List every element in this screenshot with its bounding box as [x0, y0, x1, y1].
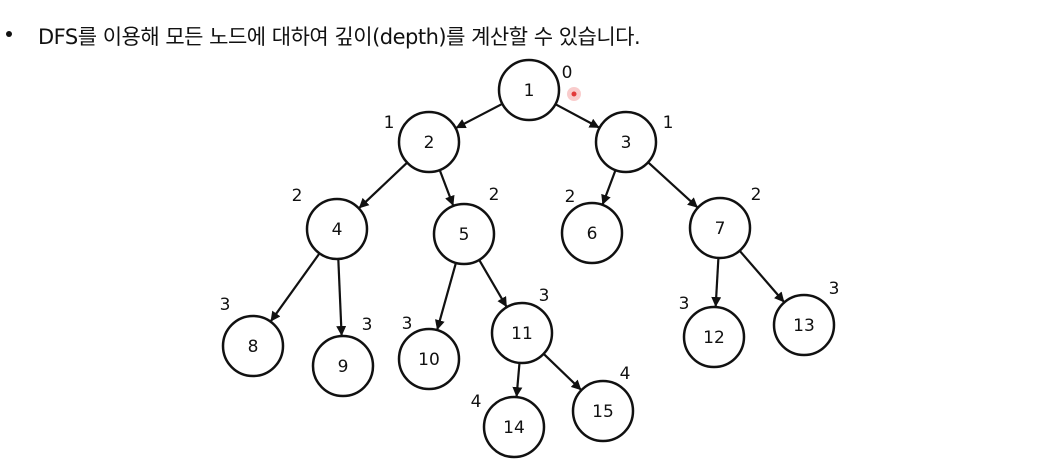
tree-node-6: 62: [560, 187, 624, 265]
tree-node-3: 31: [594, 110, 674, 174]
edges-layer: [270, 102, 785, 398]
tree-node-12: 12 3: [679, 294, 746, 369]
node-label: 9: [338, 357, 349, 377]
edge-2-5: [438, 169, 455, 206]
node-label: 13: [793, 316, 815, 336]
edge-11-15: [542, 353, 582, 391]
depth-label: 3: [829, 279, 840, 299]
edge-2-4: [358, 161, 408, 209]
node-circle: [682, 305, 746, 369]
edge-7-13: [738, 249, 785, 303]
tree-node-1: 10: [497, 58, 573, 122]
node-label: 11: [511, 324, 533, 344]
edge-1-3: [554, 103, 600, 129]
node-label: 2: [424, 133, 435, 153]
bullet-text: DFS를 이용해 모든 노드에 대하여 깊이(depth)를 계산할 수 있습니…: [38, 25, 641, 49]
edge-5-10: [435, 262, 457, 331]
node-label: 7: [715, 219, 726, 239]
edge-5-11: [478, 259, 508, 308]
node-label: 12: [703, 328, 725, 348]
depth-label: 2: [489, 185, 500, 205]
node-label: 4: [332, 220, 343, 240]
node-circle: [490, 301, 554, 365]
depth-label: 4: [620, 364, 631, 384]
depth-label: 4: [471, 392, 482, 412]
depth-label: 0: [562, 63, 573, 83]
node-label: 10: [418, 350, 440, 370]
depth-label: 3: [539, 286, 550, 306]
depth-label: 1: [663, 113, 674, 133]
node-circle: [432, 202, 496, 266]
node-label: 3: [621, 133, 632, 153]
mouse-cursor: [567, 87, 581, 101]
tree-node-2: 21: [384, 110, 461, 174]
tree-node-9: 93: [311, 315, 375, 398]
depth-label: 3: [679, 294, 690, 314]
edge-3-7: [647, 161, 698, 208]
node-circle: [397, 110, 461, 174]
tree-node-8: 83: [220, 295, 285, 378]
node-circle: [571, 379, 635, 443]
node-circle: [497, 58, 561, 122]
node-label: 1: [524, 81, 535, 101]
node-circle: [482, 395, 546, 459]
edge-11-14: [512, 362, 523, 398]
depth-label: 2: [292, 186, 303, 206]
node-label: 14: [503, 418, 525, 438]
node-circle: [397, 327, 461, 391]
node-label: 6: [587, 224, 598, 244]
edge-4-8: [270, 252, 321, 322]
edge-4-9: [336, 258, 347, 336]
tree-node-5: 52: [432, 185, 500, 266]
depth-label: 3: [362, 315, 373, 335]
node-circle: [305, 197, 369, 261]
node-label: 8: [248, 337, 259, 357]
depth-label: 3: [220, 295, 231, 315]
edge-7-12: [711, 257, 722, 307]
tree-node-10: 103: [397, 314, 461, 391]
bullet-dot: [6, 31, 12, 37]
node-label: 15: [592, 402, 614, 422]
node-label: 5: [459, 225, 470, 245]
depth-label: 2: [751, 185, 762, 205]
depth-label: 1: [384, 113, 395, 133]
tree-node-11: 11 3: [490, 286, 554, 365]
node-circle: [594, 110, 658, 174]
node-circle: [311, 334, 375, 398]
node-circle: [560, 201, 624, 265]
tree-node-14: 14 4: [471, 392, 546, 459]
tree-node-7: 72: [688, 185, 762, 260]
tree-node-15: 15 4: [571, 364, 635, 443]
tree-node-4: 42: [292, 186, 369, 261]
edge-1-2: [455, 102, 503, 129]
depth-label: 3: [402, 314, 413, 334]
node-circle: [221, 314, 285, 378]
node-circle: [772, 293, 836, 357]
tree-node-13: 13 3: [772, 279, 840, 357]
node-circle: [688, 196, 752, 260]
edge-3-6: [601, 169, 617, 205]
depth-label: 2: [565, 187, 576, 207]
